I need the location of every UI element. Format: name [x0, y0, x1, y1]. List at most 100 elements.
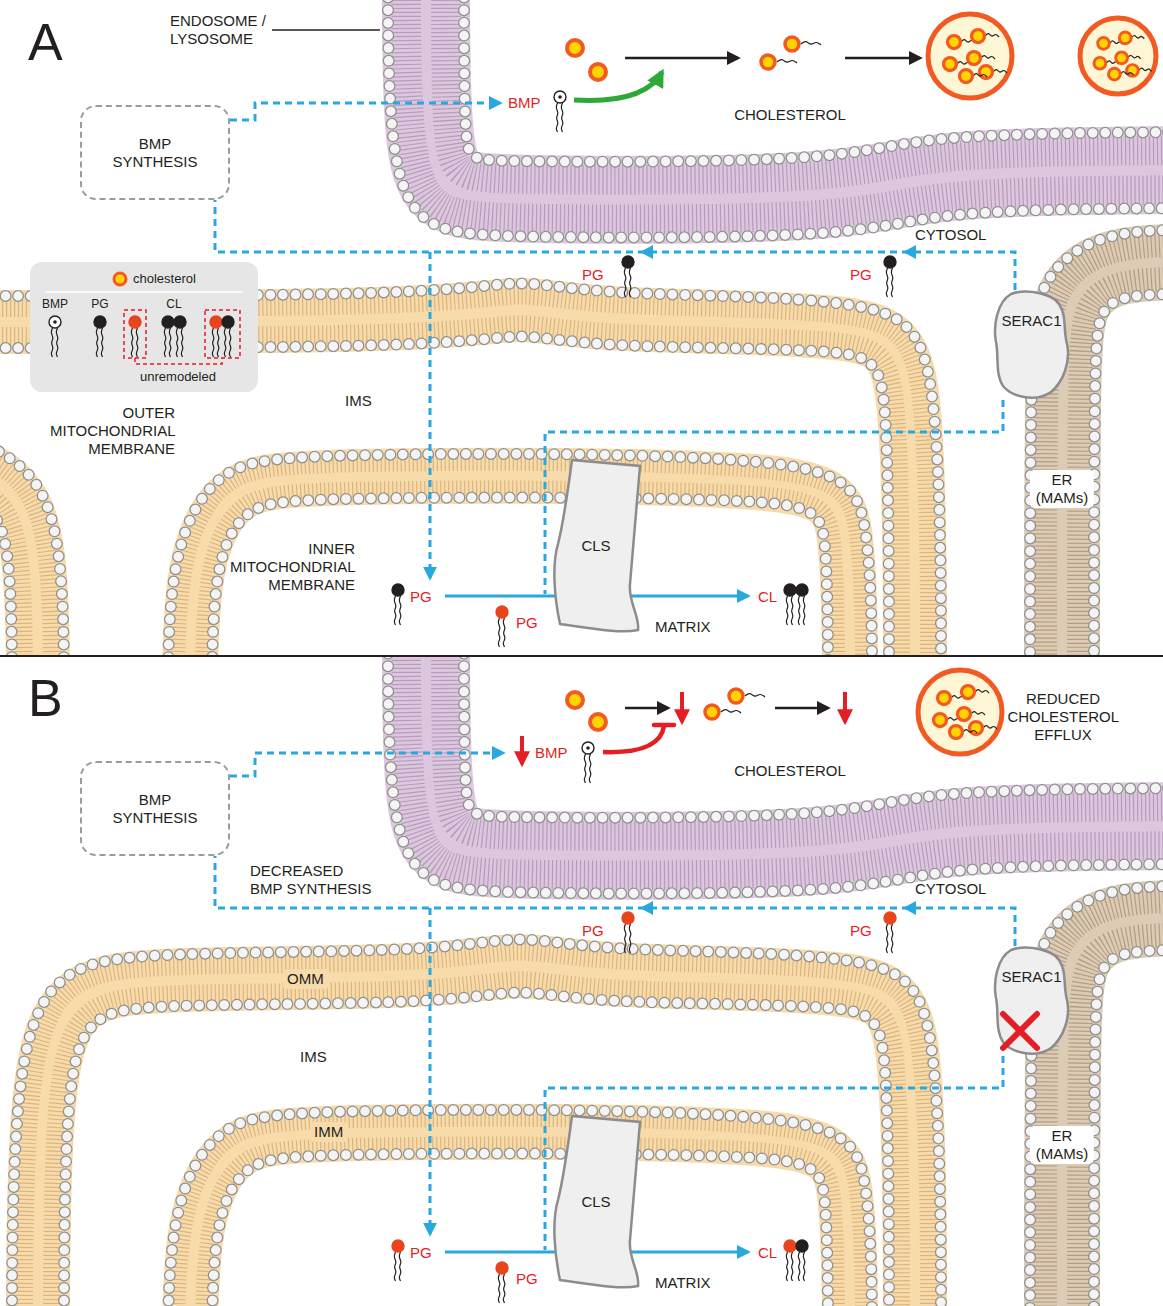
fatty-acid-tail [556, 103, 557, 132]
cholesterol-molecule [590, 714, 606, 730]
membrane-band [38, 966, 915, 1306]
cholesterol-molecule [761, 55, 775, 69]
fatty-acid-tail [164, 328, 165, 357]
er-membrane [1030, 230, 1163, 655]
membrane-band [426, 0, 1163, 200]
cholesterol-molecule [114, 273, 126, 285]
droplet-shell [928, 14, 1012, 98]
membrane-band [190, 1132, 850, 1306]
lipid-heads [212, 498, 828, 655]
cholesterol-molecule [962, 686, 975, 699]
fatty-acid-tail [786, 1252, 787, 1281]
head-group [622, 256, 634, 268]
head-group [796, 584, 808, 596]
node-text: BMP SYNTHESIS [112, 135, 197, 171]
fatty-acid-tail [629, 924, 630, 953]
molecule-label: PG [410, 588, 432, 606]
fatty-acid-tail [56, 328, 57, 357]
endosome-membrane [388, 657, 1163, 893]
fatty-acid-tail [96, 328, 97, 357]
fatty-acid-tail [624, 268, 625, 297]
legend-panel [30, 262, 258, 392]
unremodeled-bracket [205, 310, 240, 358]
effect-note: DECREASED BMP SYNTHESIS [250, 862, 376, 898]
molecule-label: PG [582, 922, 604, 940]
head-group [554, 91, 566, 103]
fatty-acid-tail [503, 1274, 504, 1303]
lipid-heads [1030, 886, 1163, 1306]
fatty-acid-tail [394, 1252, 395, 1281]
decrease-arrow [520, 736, 524, 764]
lipid-heads [464, 0, 1163, 162]
protein-shape: SERAC1 [993, 290, 1070, 400]
membrane-label: IMM [310, 1122, 347, 1142]
head-dot [53, 320, 57, 324]
process-box: BMP SYNTHESIS [80, 761, 230, 856]
molecule-label: PG [410, 1244, 432, 1262]
node-text: CLS [581, 537, 610, 555]
pg-molecule [622, 256, 634, 297]
pg-molecule [884, 256, 896, 297]
panel-letter: B [28, 670, 63, 726]
lipid-heads [388, 657, 1163, 893]
ester-chain [777, 60, 797, 63]
cholesterol-molecule [1119, 32, 1131, 44]
fatty-acid-tail [791, 1252, 792, 1281]
lipid-droplet [1080, 18, 1156, 94]
node-shape [995, 292, 1068, 398]
cholesterol-molecule [567, 40, 583, 56]
fatty-acid-tail [399, 596, 400, 625]
lipid-heads [388, 657, 1163, 893]
panel-illustration [12, 657, 1163, 1306]
fatty-acid-tail [169, 328, 170, 357]
pg-molecule [496, 606, 508, 647]
head-group [496, 1262, 508, 1274]
ester-chain [1139, 68, 1152, 71]
cholesterol-molecule [968, 52, 981, 65]
cholesterol-molecule [567, 692, 583, 708]
ester-chain [973, 74, 987, 77]
lipid-tails [1079, 279, 1163, 655]
lipid-heads [1094, 294, 1163, 655]
fatty-acid-tail [791, 596, 792, 625]
fatty-acid-tail [399, 1252, 400, 1281]
leader-line [272, 29, 380, 31]
legend-text: CL [166, 297, 181, 312]
lipid-heads [464, 0, 1163, 162]
legend-cl [162, 316, 186, 357]
droplet-shell [918, 670, 1002, 754]
lipid-tails [1045, 901, 1163, 1306]
decrease-arrow [680, 692, 684, 722]
panel-illustration [0, 0, 1163, 655]
lipid-tails [1079, 935, 1163, 1306]
head-group [796, 1240, 808, 1252]
compartment-label: CYTOSOL [915, 226, 986, 244]
molecule-label: CHOLESTEROL [734, 762, 846, 780]
legend-text: BMP [42, 297, 68, 312]
cholesterol-molecule [705, 705, 719, 719]
ester-chain [981, 56, 995, 59]
lipid-tails [406, 0, 1163, 219]
legend-box [30, 262, 258, 392]
lipid-tails [177, 1119, 862, 1306]
lipid-heads [64, 993, 889, 1306]
fatty-acid-tail [886, 924, 887, 953]
ester-chain [993, 70, 1007, 73]
head-dot [586, 746, 590, 750]
membrane-band [426, 657, 1163, 856]
reaction-arrow [625, 57, 738, 60]
process-box: BMP SYNTHESIS [80, 105, 230, 200]
head-group [392, 1240, 404, 1252]
molecule-label: PG [516, 614, 538, 632]
node-text: BMP SYNTHESIS [112, 791, 197, 827]
compartment-label: MATRIX [655, 1274, 711, 1292]
er-membrane [1030, 886, 1163, 1306]
enzyme-shape: CLS [550, 1114, 642, 1290]
cholesterol-molecule [729, 689, 743, 703]
lipid-heads [168, 454, 872, 655]
lipid-tails [446, 0, 1163, 180]
fatty-acid-tail [136, 328, 137, 357]
molecule-label: PG [850, 922, 872, 940]
fatty-acid-tail [886, 268, 887, 297]
